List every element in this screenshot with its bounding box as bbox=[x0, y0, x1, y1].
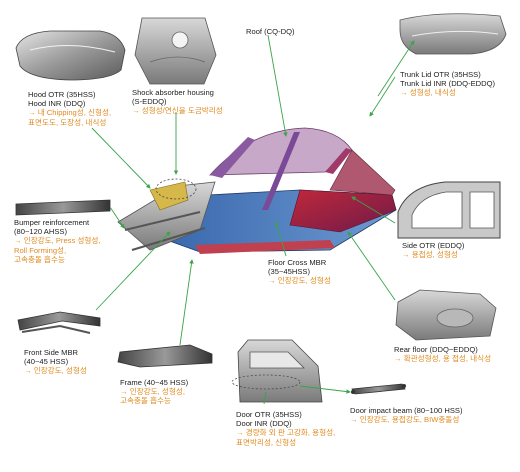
bumper-title: Bumper reinforcement bbox=[14, 218, 90, 227]
frontside-property: → 인장강도, 성형성 bbox=[24, 366, 87, 376]
shock-housing-part-image bbox=[134, 17, 217, 85]
frontside-title: Front Side MBR bbox=[24, 348, 79, 357]
side-title: Side OTR (EDDQ) bbox=[402, 241, 465, 250]
leader-lines bbox=[91, 34, 415, 405]
hood-label: Hood OTR (35HSS) Hood INR (DDQ) → 내 Chip… bbox=[28, 90, 111, 127]
roof-title: Roof (CQ-DQ) bbox=[246, 27, 295, 36]
door-part-image bbox=[231, 339, 323, 403]
frontside-grade: (40~45 HSS) bbox=[24, 357, 69, 367]
frame-property-1: → 인장강도, 성형성, bbox=[120, 387, 185, 397]
roof-label: Roof (CQ-DQ) bbox=[246, 27, 295, 36]
rear-floor-part-image bbox=[395, 289, 497, 341]
leader-frontside bbox=[95, 231, 171, 311]
hood-property-1: → 내 Chipping성, 신형성, bbox=[28, 108, 112, 118]
door-title-inner: Door INR (DDQ) bbox=[236, 419, 292, 429]
floorcross-title: Floor Cross MBR bbox=[268, 258, 327, 267]
impact-title: Door impact beam (80~100 HSS) bbox=[350, 406, 463, 415]
door-property-1: → 경량화 외 판 고강화, 용형성, bbox=[236, 428, 336, 438]
leader-roof bbox=[267, 34, 288, 137]
floorcross-grade: (35~45HSS) bbox=[268, 267, 310, 277]
leader-hood bbox=[91, 127, 151, 189]
side-outer-part-image bbox=[397, 181, 501, 239]
door-title-outer: Door OTR (35HSS) bbox=[236, 410, 302, 419]
shock-grade: (S-EDDQ) bbox=[132, 97, 167, 107]
bumper-label: Bumper reinforcement (80~120 AHSS) → 인장강… bbox=[14, 218, 100, 264]
bumper-property-1: → 인장강도, Press 성형성, bbox=[14, 236, 101, 246]
hood-title-outer: Hood OTR (35HSS) bbox=[28, 90, 96, 99]
leader-rearfloor bbox=[347, 231, 396, 301]
rearfloor-title: Rear floor (DDQ~EDDQ) bbox=[394, 345, 478, 354]
hood-title-inner: Hood INR (DDQ) bbox=[28, 99, 86, 109]
impact-label: Door impact beam (80~100 HSS) → 인장강도, 용접… bbox=[350, 406, 462, 424]
leader-side bbox=[351, 196, 396, 224]
floorcross-label: Floor Cross MBR (35~45HSS) → 인장강도, 성형성 bbox=[268, 258, 331, 286]
leader-trunk-top bbox=[377, 40, 415, 97]
leader-trunk bbox=[369, 76, 396, 117]
bumper-grade: (80~120 AHSS) bbox=[14, 227, 67, 237]
rearfloor-label: Rear floor (DDQ~EDDQ) → 확관성형성, 용 접성, 내식성 bbox=[394, 345, 491, 363]
car-body-image bbox=[117, 127, 397, 254]
leader-impact bbox=[299, 385, 351, 394]
door-label: Door OTR (35HSS) Door INR (DDQ) → 경량화 외 … bbox=[236, 410, 335, 447]
side-label: Side OTR (EDDQ) → 용접성, 성형성 bbox=[402, 241, 464, 259]
frame-label: Frame (40~45 HSS) → 인장강도, 성형성, 고속충돌 흡수능 bbox=[120, 378, 188, 406]
leader-floorcross bbox=[274, 221, 287, 257]
hood-part-image bbox=[15, 30, 126, 81]
frame-title: Frame (40~45 HSS) bbox=[120, 378, 189, 387]
frame-property-2: 고속충돌 흡수능 bbox=[120, 396, 172, 406]
shock-label: Shock absorber housing (S-EDDQ) → 성형성/연신… bbox=[132, 88, 223, 116]
front-side-part-image bbox=[17, 311, 101, 334]
bumper-property-2: Roll Forming성, bbox=[14, 245, 67, 255]
rearfloor-property: → 확관성형성, 용 접성, 내식성 bbox=[394, 354, 492, 364]
shock-property: → 성형성/연신율 도금박리성 bbox=[132, 106, 223, 116]
trunk-label: Trunk Lid OTR (35HSS) Trunk Lid INR (DDQ… bbox=[400, 70, 495, 98]
bumper-part-image bbox=[15, 199, 111, 216]
trunk-title-outer: Trunk Lid OTR (35HSS) bbox=[400, 70, 481, 79]
impact-property: → 인장강도, 용접강도, BIW충돌성 bbox=[350, 415, 460, 425]
impact-beam-part-image bbox=[351, 383, 406, 395]
trunk-lid-part-image bbox=[399, 13, 507, 55]
hood-property-2: 표면도도, 도장성, 내식성 bbox=[28, 117, 107, 127]
leader-frame bbox=[179, 259, 194, 346]
frame-part-image bbox=[117, 344, 213, 368]
floorcross-property: → 인장강도, 성형성 bbox=[268, 276, 331, 286]
bumper-property-3: 고속충돌 흡수능 bbox=[14, 254, 66, 264]
shock-title: Shock absorber housing bbox=[132, 88, 214, 97]
frontside-label: Front Side MBR (40~45 HSS) → 인장강도, 성형성 bbox=[24, 348, 87, 376]
leader-door bbox=[263, 391, 267, 405]
leader-bumper bbox=[109, 206, 125, 229]
trunk-property: → 성형성, 내식성 bbox=[400, 88, 456, 98]
door-property-2: 표면박리성, 신형성 bbox=[236, 437, 297, 447]
trunk-title-inner: Trunk Lid INR (DDQ-EDDQ) bbox=[400, 79, 496, 89]
side-property: → 용접성, 성형성 bbox=[402, 250, 458, 260]
